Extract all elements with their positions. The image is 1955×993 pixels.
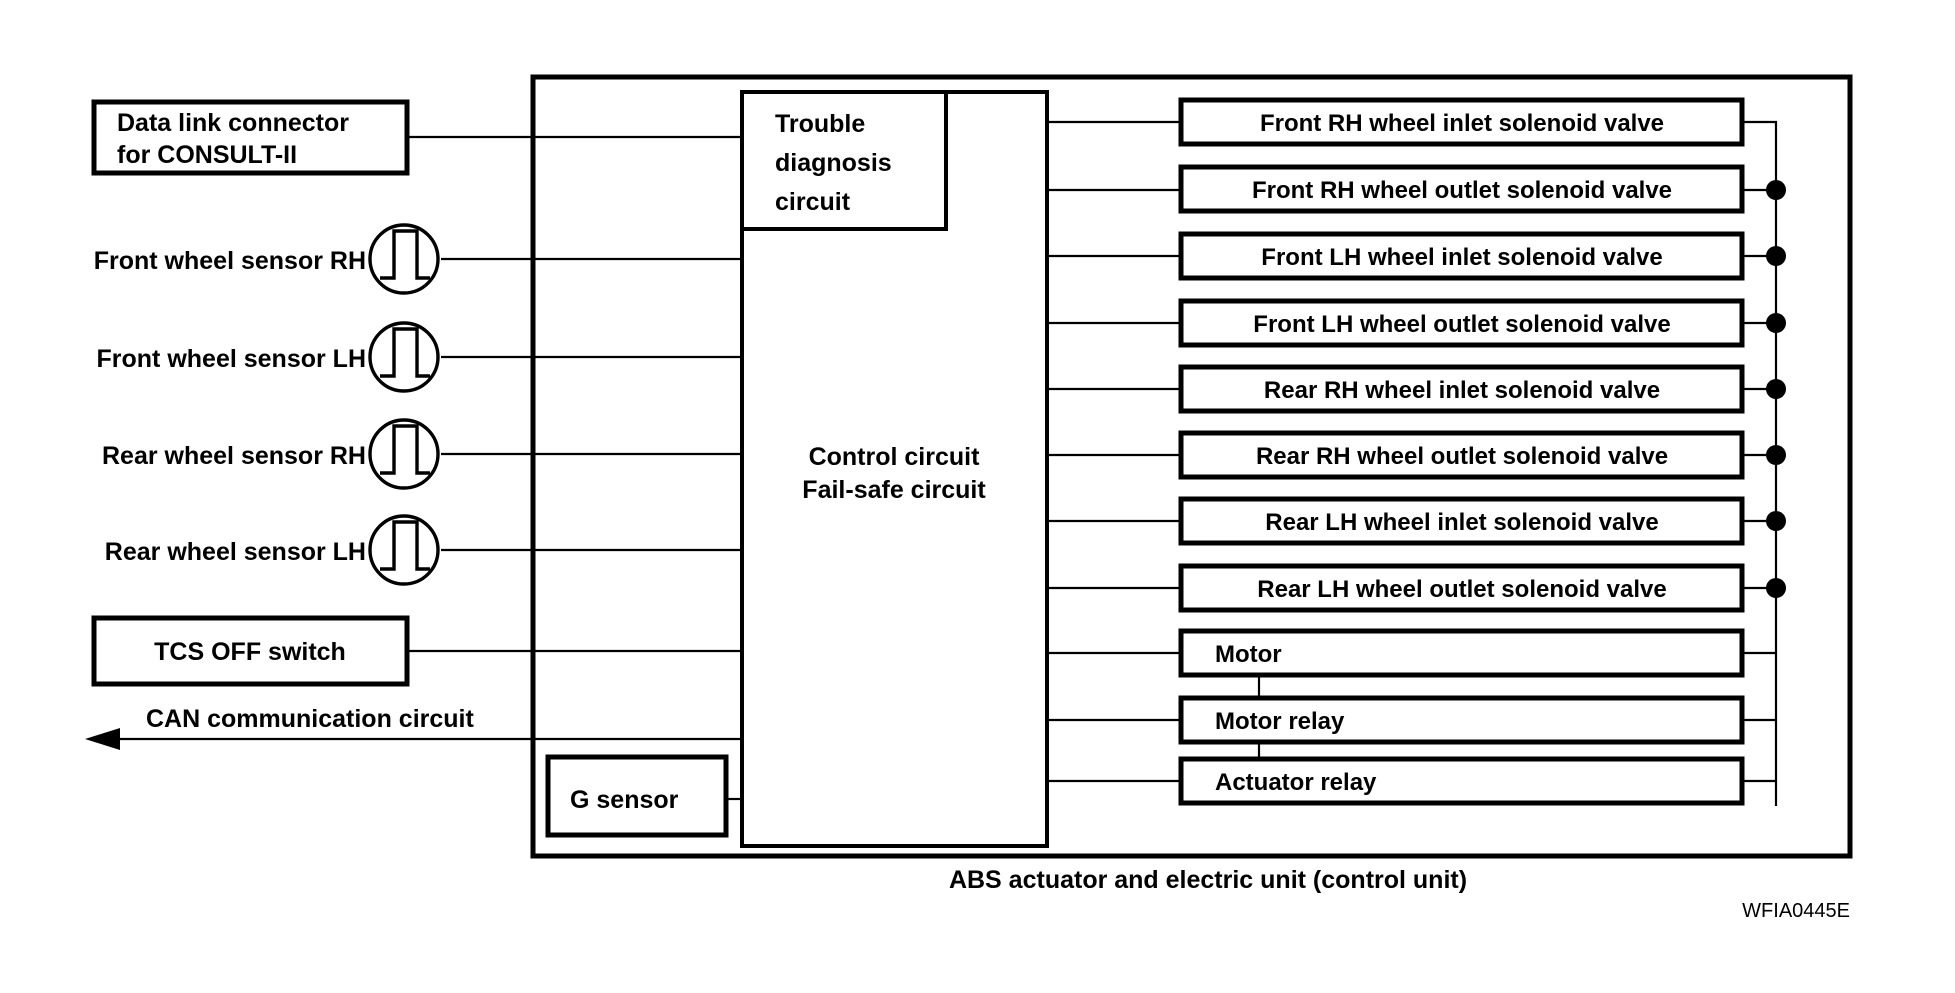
junction-dot <box>1766 578 1786 598</box>
control-unit-box <box>740 90 1049 848</box>
valve-label: Front LH wheel inlet solenoid valve <box>1261 244 1662 271</box>
tcs-off-switch-label: TCS OFF switch <box>154 638 346 666</box>
trouble-diagnosis-line1: Trouble <box>775 110 865 138</box>
actuator-label: Actuator relay <box>1215 769 1377 796</box>
right-power-bus <box>1742 120 1786 806</box>
sensor-front-lh[interactable]: Front wheel sensor LH <box>97 321 440 393</box>
valve-label: Rear RH wheel inlet solenoid valve <box>1264 377 1660 404</box>
valve-label: Front LH wheel outlet solenoid valve <box>1253 311 1670 338</box>
solenoid-valve-boxes: Front RH wheel inlet solenoid valve Fron… <box>1178 97 1745 613</box>
abs-unit-boundary <box>530 74 1853 859</box>
actuator-row[interactable]: Actuator relay <box>1178 756 1745 806</box>
control-circuit-line1: Control circuit <box>809 443 981 471</box>
data-link-label-line1: Data link connector <box>117 109 349 137</box>
sensor-rear-rh-label: Rear wheel sensor RH <box>102 442 366 470</box>
pulse-sensor-icon <box>368 418 440 490</box>
control-circuit-line2: Fail-safe circuit <box>802 476 986 504</box>
valve-row[interactable]: Rear RH wheel inlet solenoid valve <box>1178 364 1745 414</box>
valve-row[interactable]: Rear RH wheel outlet solenoid valve <box>1178 430 1745 480</box>
bus-vertical <box>1742 120 1778 806</box>
valve-label: Rear LH wheel inlet solenoid valve <box>1265 509 1658 536</box>
valve-row[interactable]: Rear LH wheel outlet solenoid valve <box>1178 563 1745 613</box>
sensor-front-lh-label: Front wheel sensor LH <box>97 345 366 373</box>
valve-label: Front RH wheel outlet solenoid valve <box>1252 177 1672 204</box>
output-wires <box>1047 120 1181 783</box>
figure-code: WFIA0445E <box>1742 900 1850 922</box>
g-sensor-label: G sensor <box>570 786 679 814</box>
pulse-sensor-icon <box>368 514 440 586</box>
valve-row[interactable]: Front RH wheel inlet solenoid valve <box>1178 97 1745 147</box>
valve-label: Rear RH wheel outlet solenoid valve <box>1256 443 1668 470</box>
data-link-label-line2: for CONSULT-II <box>117 141 297 169</box>
actuator-label: Motor relay <box>1215 708 1345 735</box>
valve-label: Front RH wheel inlet solenoid valve <box>1260 110 1664 137</box>
junction-dot <box>1766 445 1786 465</box>
sensor-front-rh[interactable]: Front wheel sensor RH <box>94 223 440 295</box>
actuator-label: Motor <box>1215 641 1282 668</box>
trouble-diagnosis-line2: diagnosis <box>775 149 892 177</box>
junction-dot <box>1766 511 1786 531</box>
can-communication-label: CAN communication circuit <box>146 705 474 733</box>
junction-dot <box>1766 180 1786 200</box>
junction-dot <box>1766 246 1786 266</box>
sensor-rear-rh[interactable]: Rear wheel sensor RH <box>102 418 440 490</box>
trouble-diagnosis-line3: circuit <box>775 188 851 216</box>
tcs-off-switch-box[interactable] <box>91 615 410 687</box>
can-arrow-head <box>85 728 120 750</box>
sensor-rear-lh[interactable]: Rear wheel sensor LH <box>105 514 440 586</box>
valve-row[interactable]: Rear LH wheel inlet solenoid valve <box>1178 496 1745 546</box>
trouble-diagnosis-box <box>740 90 948 231</box>
pulse-sensor-icon <box>368 321 440 393</box>
valve-row[interactable]: Front LH wheel inlet solenoid valve <box>1178 231 1745 281</box>
g-sensor-box[interactable] <box>545 754 729 838</box>
sensor-front-rh-label: Front wheel sensor RH <box>94 247 366 275</box>
pulse-sensor-icon <box>368 223 440 295</box>
junction-dot <box>1766 313 1786 333</box>
actuator-row[interactable]: Motor <box>1178 628 1745 678</box>
valve-label: Rear LH wheel outlet solenoid valve <box>1257 576 1666 603</box>
figure-caption: ABS actuator and electric unit (control … <box>949 866 1467 894</box>
sensor-rear-lh-label: Rear wheel sensor LH <box>105 538 366 566</box>
junction-dot <box>1766 379 1786 399</box>
actuator-row[interactable]: Motor relay <box>1178 695 1745 745</box>
actuator-boxes: Motor Motor relay Actuator relay <box>1178 628 1745 806</box>
valve-row[interactable]: Front RH wheel outlet solenoid valve <box>1178 164 1745 214</box>
data-link-connector-box[interactable] <box>91 99 410 176</box>
input-wires <box>85 135 742 750</box>
valve-row[interactable]: Front LH wheel outlet solenoid valve <box>1178 298 1745 348</box>
